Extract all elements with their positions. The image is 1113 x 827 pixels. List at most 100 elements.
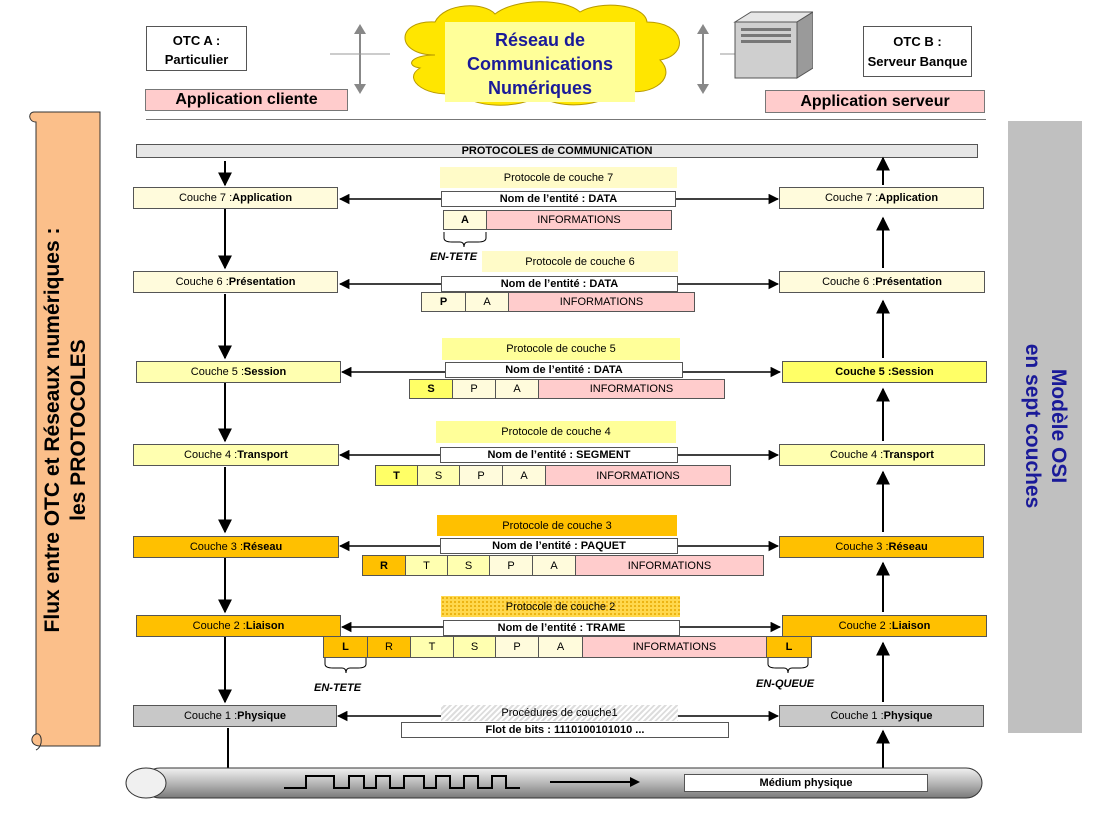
trailer-l: L: [767, 637, 811, 657]
app-client-box: Application cliente: [145, 89, 348, 111]
header-a: A: [444, 211, 487, 229]
layer-name: Réseau: [243, 541, 283, 553]
en-tete-label: EN-TETE: [430, 251, 478, 263]
otc-a-label: OTC A :: [172, 33, 221, 48]
protocol-l4: Protocole de couche 4: [436, 421, 676, 443]
header-t: T: [376, 466, 418, 485]
app-server-box: Application serveur: [765, 90, 985, 113]
entity-l3: Nom de l’entité : PAQUET: [440, 538, 678, 554]
layer6-left: Couche 6 : Présentation: [133, 271, 338, 293]
header-a: A: [496, 380, 539, 398]
header-p: P: [422, 293, 466, 311]
header-a: A: [539, 637, 583, 657]
layer-prefix: Couche 5 :: [190, 366, 244, 378]
en-queue-label: EN-QUEUE: [756, 678, 815, 690]
header-s: S: [418, 466, 460, 485]
header-l: L: [324, 637, 368, 657]
header-s: S: [454, 637, 496, 657]
server-icon: [733, 11, 813, 79]
info-cell: INFORMATIONS: [546, 466, 730, 485]
layer-prefix: Couche 7 :: [824, 192, 879, 204]
layer-name: Application: [232, 192, 293, 204]
info-cell: INFORMATIONS: [509, 293, 694, 311]
layer-prefix: Couche 6 :: [175, 276, 229, 288]
layer-name: Physique: [237, 710, 287, 722]
medium-label: Médium physique: [684, 774, 928, 792]
bitstream: Flot de bits : 1110100101010 ...: [401, 722, 729, 738]
layer5-right: Couche 5 : Session: [782, 361, 987, 383]
pdu-l7: A INFORMATIONS: [443, 210, 672, 230]
scroll-banner-shape: [29, 111, 101, 751]
layer2-right: Couche 2 : Liaison: [782, 615, 987, 637]
layer-name: Session: [244, 366, 287, 378]
protocol-l2: Protocole de couche 2: [441, 596, 680, 617]
header-a: A: [466, 293, 509, 311]
layer-name: Liaison: [891, 620, 931, 632]
pdu-l3: R T S P A INFORMATIONS: [362, 555, 764, 576]
en-tete-label: EN-TETE: [314, 682, 362, 694]
layer4-left: Couche 4 : Transport: [133, 444, 339, 466]
updown-arrow-icon: [354, 24, 366, 94]
protocol-l7: Protocole de couche 7: [440, 167, 677, 188]
cloud-line-1: Réseau de: [494, 30, 586, 50]
protocol-l5: Protocole de couche 5: [442, 338, 680, 360]
layer-name: Présentation: [228, 276, 296, 288]
header-p: P: [496, 637, 539, 657]
network-cloud-icon: [404, 1, 680, 106]
layer-name: Transport: [237, 449, 288, 461]
layer-prefix: Couche 5 :: [835, 366, 892, 378]
otc-b-label: OTC B :: [893, 34, 942, 49]
protocol-l3: Protocole de couche 3: [437, 515, 677, 536]
protocols-title: PROTOCOLES de COMMUNICATION: [136, 144, 978, 158]
layer-name: Transport: [883, 449, 934, 461]
header-p: P: [460, 466, 503, 485]
layer-name: Application: [878, 192, 939, 204]
entity-l4: Nom de l’entité : SEGMENT: [440, 447, 678, 463]
layer6-right: Couche 6 : Présentation: [779, 271, 985, 293]
osi-banner: [1008, 121, 1082, 733]
layer7-left: Couche 7 : Application: [133, 187, 338, 209]
entity-l2: Nom de l’entité : TRAME: [443, 620, 680, 636]
header-s: S: [448, 556, 490, 575]
layer5-left: Couche 5 : Session: [136, 361, 341, 383]
pdu-l4: T S P A INFORMATIONS: [375, 465, 731, 486]
otc-a-sub: Particulier: [164, 52, 229, 67]
info-cell: INFORMATIONS: [539, 380, 724, 398]
pdu-l5: S P A INFORMATIONS: [409, 379, 725, 399]
layer-prefix: Couche 3 :: [189, 541, 244, 553]
layer-name: Présentation: [875, 276, 942, 288]
layer-prefix: Couche 6 :: [822, 276, 876, 288]
header-p: P: [453, 380, 496, 398]
cloud-line-2: Communications: [466, 54, 613, 74]
layer-prefix: Couche 3 :: [835, 541, 889, 553]
layer2-left: Couche 2 : Liaison: [136, 615, 341, 637]
info-cell: INFORMATIONS: [487, 211, 671, 229]
layer3-right: Couche 3 : Réseau: [779, 536, 984, 558]
cloud-title: Réseau de Communications Numériques: [440, 28, 640, 100]
layer-name: Réseau: [888, 541, 928, 553]
layer-name: Physique: [883, 710, 933, 722]
layer1-left: Couche 1 : Physique: [133, 705, 337, 727]
layer3-left: Couche 3 : Réseau: [133, 536, 339, 558]
layer-prefix: Couche 2 :: [838, 620, 892, 632]
pdu-l2: L R T S P A INFORMATIONS L: [323, 636, 812, 658]
entity-l6: Nom de l’entité : DATA: [441, 276, 678, 292]
layer-prefix: Couche 1 :: [830, 710, 884, 722]
protocol-l6: Protocole de couche 6: [482, 251, 678, 272]
otc-b-sub: Serveur Banque: [867, 54, 968, 69]
header-a: A: [503, 466, 546, 485]
layer-prefix: Couche 4 :: [830, 449, 884, 461]
header-divider: [146, 119, 986, 120]
info-cell: INFORMATIONS: [583, 637, 767, 657]
updown-arrow-icon: [697, 24, 709, 94]
layer1-right: Couche 1 : Physique: [779, 705, 984, 727]
layer-prefix: Couche 1 :: [183, 710, 238, 722]
layer-prefix: Couche 4 :: [184, 449, 238, 461]
header-a: A: [533, 556, 576, 575]
header-t: T: [411, 637, 454, 657]
layer7-right: Couche 7 : Application: [779, 187, 984, 209]
protocol-l1: Procédures de couche1: [441, 705, 678, 721]
header-r: R: [363, 556, 406, 575]
header-t: T: [406, 556, 448, 575]
header-p: P: [490, 556, 533, 575]
